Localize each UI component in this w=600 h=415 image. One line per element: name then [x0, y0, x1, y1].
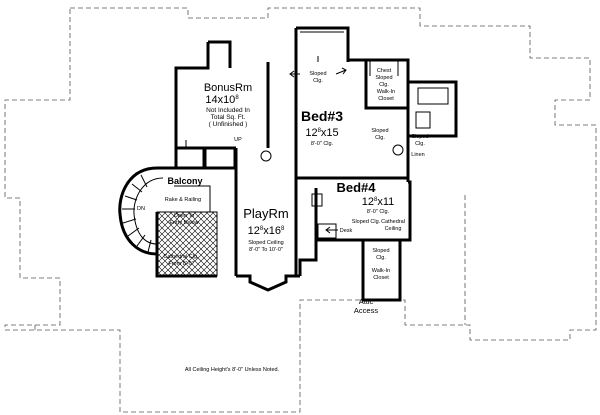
footnote: All Ceiling Height's 8'-0" Unless Noted. — [185, 367, 280, 373]
sloped-clg-bed3-2: Clg. — [375, 135, 385, 141]
bed4-size: 128x11 — [362, 196, 395, 208]
open-to-label: Open To — [174, 213, 195, 219]
slope-arrows — [289, 56, 347, 234]
fixtures — [185, 31, 449, 239]
bed3-room: Bed#3 128x15 8'-0" Clg. — [301, 108, 343, 147]
bed3-size: 128x15 — [305, 127, 338, 139]
walkin-closet-top-2: Closet — [378, 96, 394, 102]
bed3-name: Bed#3 — [301, 108, 343, 124]
attic-label: Attic — [359, 297, 374, 306]
walkin-closet-low: Walk-In — [372, 268, 390, 274]
bed4-ceiling: 8'-0" Clg. — [367, 209, 390, 215]
access-label: Access — [354, 306, 378, 315]
playroom-note-2: 8'-0" To 10'-0" — [249, 247, 283, 253]
cathedral-clg-label: Cathedral Clg. — [163, 254, 199, 260]
stair-treads — [122, 174, 152, 253]
entry-below-label: Entry Below — [169, 220, 198, 226]
bonus-room: BonusRm 14x108 Not Included In Total Sq.… — [204, 82, 252, 128]
bed4-name: Bed#4 — [336, 180, 376, 195]
bonus-room-note-3: ( Unfinished ) — [209, 121, 248, 128]
sloped-clg-right: Sloped — [411, 134, 428, 140]
up-label: UP — [234, 137, 242, 143]
playroom-name: PlayRm — [243, 206, 289, 221]
chest-sloped-label: Sloped — [375, 75, 392, 81]
dn-label: DN — [137, 206, 145, 212]
chest-label: Chest — [377, 68, 392, 74]
playroom-size: 128x168 — [248, 225, 285, 237]
bonus-room-note-2: Total Sq. Ft. — [211, 114, 246, 121]
sloped-clg-right-2: Clg. — [415, 141, 425, 147]
sloped-clg-top-2: Clg. — [313, 78, 323, 84]
chest-clg-label: Clg. — [379, 82, 389, 88]
sloped-clg-bed4: Sloped Clg. — [352, 219, 381, 225]
sloped-clg-bed3: Sloped — [371, 128, 388, 134]
walkin-closet-low-2: Closet — [373, 275, 389, 281]
bonus-room-name: BonusRm — [204, 82, 252, 94]
railing-label: Rake & Railing — [165, 197, 201, 203]
sloped-clg-top: Sloped — [309, 71, 326, 77]
roof-outline — [4, 7, 597, 413]
walls — [118, 26, 458, 302]
playroom-note-1: Sloped Ceiling — [248, 240, 283, 246]
cathedral-ceiling-label: Cathedral — [381, 219, 405, 225]
desk-label: Desk — [340, 228, 353, 234]
bonus-room-size: 14x108 — [205, 94, 239, 106]
sloped-clg-low-2: Clg. — [376, 255, 386, 261]
bed4-room: Bed#4 128x11 8'-0" Clg. — [336, 180, 394, 215]
play-room: PlayRm 128x168 Sloped Ceiling 8'-0" To 1… — [243, 206, 289, 253]
bonus-room-note-1: Not Included In — [206, 107, 250, 114]
bed3-ceiling: 8'-0" Clg. — [311, 141, 334, 147]
cathedral-area — [156, 211, 218, 277]
cathedral-from-label: From 8'-0" — [168, 261, 193, 267]
balcony-name: Balcony — [167, 176, 202, 186]
annotations: Sloped Clg. Chest Sloped Clg. Walk-In Cl… — [137, 68, 429, 373]
linen-label: Linen — [411, 152, 424, 158]
walkin-closet-top: Walk-In — [377, 89, 395, 95]
cathedral-ceiling-label-2: Ceiling — [385, 226, 402, 232]
sloped-clg-low: Sloped — [372, 248, 389, 254]
